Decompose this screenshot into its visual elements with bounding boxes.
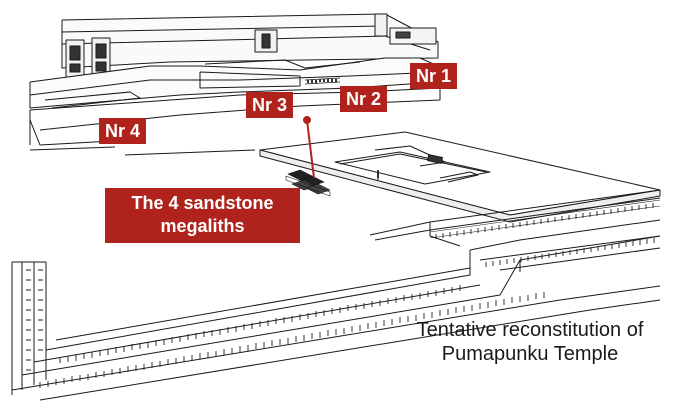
callout-line-1: The 4 sandstone <box>131 193 274 213</box>
label-nr-2: Nr 2 <box>340 86 388 112</box>
megaliths-drawing <box>285 169 331 197</box>
label-nr-3: Nr 3 <box>246 92 294 118</box>
callout-line-2: megaliths <box>160 216 245 236</box>
courtyard-marker <box>377 170 379 178</box>
megaliths-pointer <box>303 116 315 179</box>
megaliths-callout: The 4 sandstone megaliths <box>105 188 300 243</box>
figure-caption: Tentative reconstitution of Pumapunku Te… <box>380 318 680 366</box>
lower-terrace-drawing <box>11 219 661 401</box>
main-platform-drawing <box>259 131 661 247</box>
caption-line-1: Tentative reconstitution of <box>416 319 644 341</box>
label-nr-1: Nr 1 <box>410 63 458 89</box>
label-nr-4: Nr 4 <box>99 118 147 144</box>
terrace-dentil-pattern <box>26 203 655 388</box>
rear-structure-drawing <box>29 13 441 156</box>
caption-line-2: Pumapunku Temple <box>441 343 619 365</box>
